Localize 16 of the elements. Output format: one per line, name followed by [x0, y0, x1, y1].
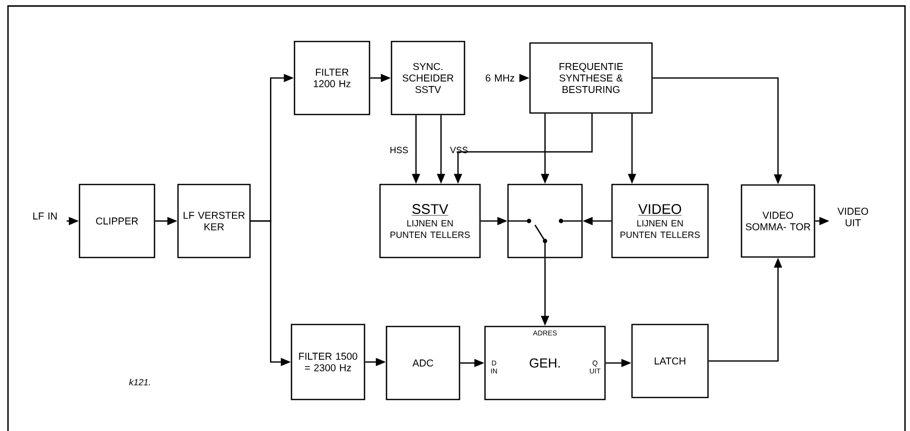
frequency-label: 6 MHz [486, 74, 514, 82]
clipper-box: CLIPPER [78, 184, 156, 258]
latch-box: LATCH [631, 324, 709, 398]
amplifier-box: LF VERSTER KER [177, 184, 251, 258]
synthesizer-box: FREQUENTIE SYNTHESE & BESTURING [529, 42, 653, 114]
filter-box: FILTER 1500 = 2300 Hz [290, 324, 366, 400]
counter-box: SSTV LIJNEN EN PUNTEN TELLERS [379, 184, 481, 258]
adc-box: ADC [386, 326, 460, 400]
summer-box: VIDEO SOMMA- TOR [740, 184, 816, 258]
figure-number: k121. [129, 378, 150, 386]
output-label: VIDEO UIT [838, 208, 868, 226]
input-label: LF IN [33, 212, 57, 220]
counter-box: VIDEO LIJNEN EN PUNTEN TELLERS [611, 184, 709, 258]
edge-label: HSS [388, 146, 410, 154]
sync-separator-box: SYNC. SCHEIDER SSTV [390, 40, 466, 116]
filter-box: FILTER 1200 Hz [294, 40, 370, 116]
